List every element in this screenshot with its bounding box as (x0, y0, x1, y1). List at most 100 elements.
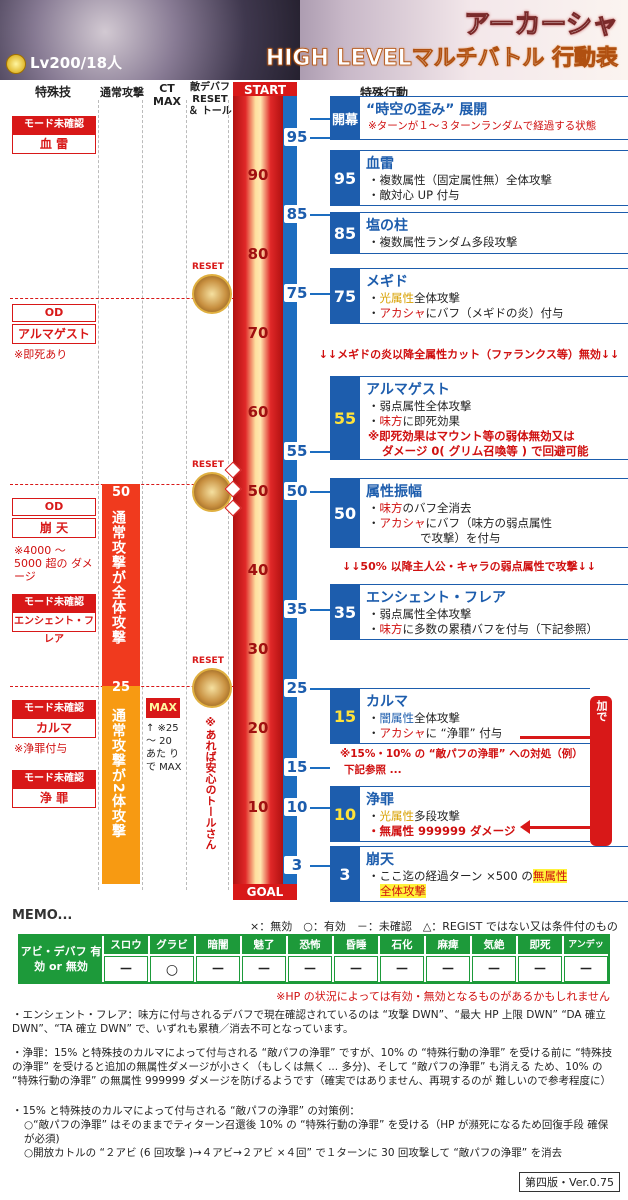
action-note: ※15%・10% の “敵パフの浄罪” への対処（例） (340, 748, 583, 760)
connector (310, 293, 330, 295)
table-cell: － (104, 956, 148, 982)
table-cell: － (334, 956, 378, 982)
special-skill-name: 浄 罪 (12, 788, 96, 808)
arrow-left-icon (520, 820, 530, 834)
action-line: ・味方に多数の累積バフを付与（下記参照） (368, 622, 598, 636)
level-text: Lv200/18人 (30, 54, 122, 72)
action-line: ダメージ 0( グリム召喚等 ) で回避可能 (382, 444, 589, 458)
action-note: 下記参照 ... (344, 764, 402, 776)
action-line: ・味方のバフ全消去 (368, 501, 472, 515)
reset-label: RESET (192, 262, 224, 272)
side-note-box (590, 696, 612, 846)
action-num: 85 (333, 223, 357, 243)
table-header: 魅了 (242, 936, 286, 954)
action-title: メギド (366, 274, 408, 290)
tick-label: 20 (247, 719, 269, 737)
warning-line: ↓↓50% 以降主人公・キャラの弱点属性で攻撃↓↓ (341, 560, 597, 573)
table-cell: － (564, 956, 608, 982)
tick-label: 60 (247, 403, 269, 421)
normal-attack-text: 通常攻撃が全体攻撃 (110, 510, 126, 645)
action-num: 35 (333, 602, 357, 622)
normal-attack-threshold: 25 (112, 680, 131, 695)
action-num: 15 (333, 706, 357, 726)
od-badge: OD (12, 304, 96, 322)
action-title: 属性振幅 (366, 484, 422, 500)
table-cell: － (242, 956, 286, 982)
hp-marker: 50 (284, 482, 310, 500)
table-row-header: アビ・デバフ 有効 or 無効 (20, 936, 102, 982)
table-header: 昏睡 (334, 936, 378, 954)
hp-marker: 85 (284, 205, 310, 223)
action-line: ・弱点属性全体攻撃 (368, 399, 472, 413)
action-line: ・無属性 999999 ダメージ (368, 824, 516, 838)
mode-unconfirmed-badge: モード未確認 (12, 116, 96, 134)
tick-label: 90 (247, 166, 269, 184)
tick-label: 40 (247, 561, 269, 579)
table-header: 即死 (518, 936, 562, 954)
connector (310, 688, 330, 690)
action-line: ・アカシャにバフ（味方の弱点属性 (368, 516, 552, 530)
table-cell: － (288, 956, 332, 982)
normal-attack-two-bar (102, 686, 140, 884)
hp-timeline-bar (233, 96, 283, 884)
action-35: 35 エンシェント・フレア ・弱点属性全体攻撃 ・味方に多数の累積バフを付与（下… (330, 584, 628, 640)
memo-title: MEMO... (12, 908, 73, 923)
hp-marker: 15 (284, 758, 310, 776)
connector (310, 214, 330, 216)
special-skill-name: 血 雷 (12, 134, 96, 154)
tick-label: 70 (247, 324, 269, 342)
connector (310, 137, 330, 139)
note-paragraph: ・エンシェント・フレア：味方に付与されるデバフで現在確認されているのは “攻撃 … (12, 1009, 606, 1035)
action-line: で攻撃）を付与 (420, 531, 501, 545)
action-title: “時空の歪み” 展開 (366, 102, 488, 118)
col-ct: CT MAX (153, 82, 181, 108)
level-badge: Lv200/18人 (6, 52, 122, 74)
col-special: 特殊技 (34, 85, 71, 99)
action-line: ・複数属性ランダム多段攻撃 (368, 235, 518, 249)
memo-legend: ×：無効 ○：有効 －：未確認 △：REGIST ではない又は条件付のもの (250, 920, 618, 933)
normal-attack-threshold: 50 (112, 485, 131, 500)
ct-note: ↑ ※25 ～ 20 あた りで MAX (146, 723, 182, 773)
arrow-line (528, 826, 590, 829)
action-line: ・アカシャに “浄罪” 付与 (368, 726, 503, 740)
action-title: 血雷 (366, 156, 394, 172)
table-cell: ○ (150, 956, 194, 982)
table-header: 麻痺 (426, 936, 470, 954)
page-subtitle: HIGH LEVELマルチバトル 行動表 (265, 46, 618, 72)
hp-marker: 10 (284, 798, 310, 816)
action-line: ・弱点属性全体攻撃 (368, 607, 472, 621)
action-num: 開幕 (331, 112, 358, 128)
note-paragraph: ○開放カトルの “２アビ (6 回攻撃 )→４アビ→２アビ ×４回” で１ターン… (24, 1147, 563, 1159)
special-skill-name: アルマゲスト (12, 324, 96, 344)
special-note: ※浄罪付与 (14, 742, 68, 755)
divider (186, 100, 187, 890)
page-title: アーカーシャ (464, 10, 619, 41)
special-note: ※即死あり (14, 348, 68, 361)
reset-label: RESET (192, 656, 224, 666)
action-85: 85 塩の柱 ・複数属性ランダム多段攻撃 (330, 212, 628, 254)
hp-marker: 55 (284, 442, 310, 460)
table-header: 暗闇 (196, 936, 240, 954)
memo-note: ※HP の状況によっては有効・無効となるものがあるかもしれません (276, 990, 610, 1003)
hp-marker: 35 (284, 600, 310, 618)
connector (310, 491, 330, 493)
action-3: 3 崩天 ・ここ迄の経過ターン ×500 の無属性 全体攻撃 (330, 846, 628, 902)
action-line: ・光属性全体攻撃 (368, 291, 460, 305)
table-header: 石化 (380, 936, 424, 954)
action-num: 55 (333, 408, 357, 428)
coin-icon (6, 53, 26, 74)
action-line: ・光属性多段攻撃 (368, 809, 460, 823)
hp-marker: 75 (284, 284, 310, 302)
table-cell: － (518, 956, 562, 982)
action-num: 50 (333, 503, 357, 523)
connector (310, 767, 330, 769)
action-title: 塩の柱 (366, 218, 408, 234)
action-line: ・ここ迄の経過ターン ×500 の無属性 (368, 869, 568, 883)
col-normal: 通常攻撃 (100, 86, 144, 99)
action-line: ※ターンが１～３ターンランダムで経過する状態 (368, 120, 597, 132)
action-15: 15 カルマ ・闇属性全体攻撃 ・アカシャに “浄罪” 付与 (330, 688, 590, 744)
table-cell: － (472, 956, 516, 982)
warning-line: ↓↓メギドの炎以降全属性カット（ファランクス等）無効↓↓ (318, 348, 620, 361)
thor-reset-medal-icon (192, 668, 232, 708)
connector (310, 609, 330, 611)
